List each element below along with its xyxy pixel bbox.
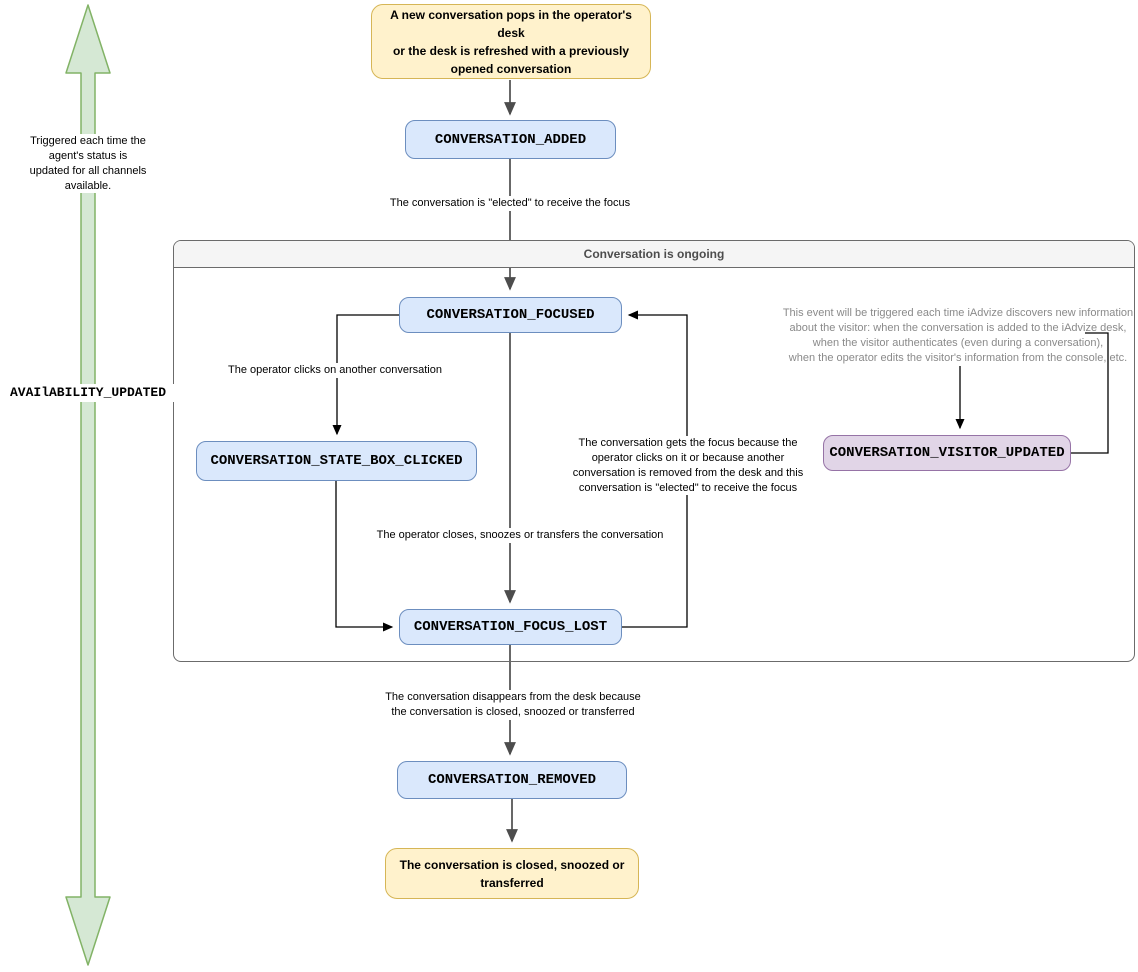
conversation-focused-node: CONVERSATION_FOCUSED	[399, 297, 622, 333]
disappears-label: The conversation disappears from the des…	[358, 690, 668, 720]
availability-updated-label: AVAIlABILITY_UPDATED	[0, 384, 176, 402]
ongoing-conversation-container: Conversation is ongoing	[173, 240, 1135, 662]
edge-stateboxclicked-to-focuslost	[335, 481, 394, 632]
conversation-state-box-clicked-node: CONVERSATION_STATE_BOX_CLICKED	[196, 441, 477, 481]
edge-focused-to-stateboxclicked	[332, 314, 399, 436]
clicks-another-label: The operator clicks on another conversat…	[220, 363, 450, 378]
closes-snoozes-label: The operator closes, snoozes or transfer…	[360, 528, 680, 543]
conversation-removed-node: CONVERSATION_REMOVED	[397, 761, 627, 799]
start-node: A new conversation pops in the operator'…	[371, 4, 651, 79]
availability-note: Triggered each time the agent's status i…	[18, 134, 158, 194]
conversation-visitor-updated-node: CONVERSATION_VISITOR_UPDATED	[823, 435, 1071, 471]
conversation-focus-lost-node: CONVERSATION_FOCUS_LOST	[399, 609, 622, 645]
edge-visitorupdated-bracket	[1071, 332, 1109, 454]
container-title-bar: Conversation is ongoing	[174, 241, 1134, 268]
visitor-info-annotation: This event will be triggered each time i…	[782, 307, 1134, 364]
container-title: Conversation is ongoing	[583, 247, 725, 261]
gets-focus-annotation: The conversation gets the focus because …	[556, 436, 820, 496]
availability-double-arrow	[65, 4, 111, 966]
conversation-added-node: CONVERSATION_ADDED	[405, 120, 616, 159]
elected-label: The conversation is "elected" to receive…	[380, 196, 640, 211]
end-node: The conversation is closed, snoozed or t…	[385, 848, 639, 899]
